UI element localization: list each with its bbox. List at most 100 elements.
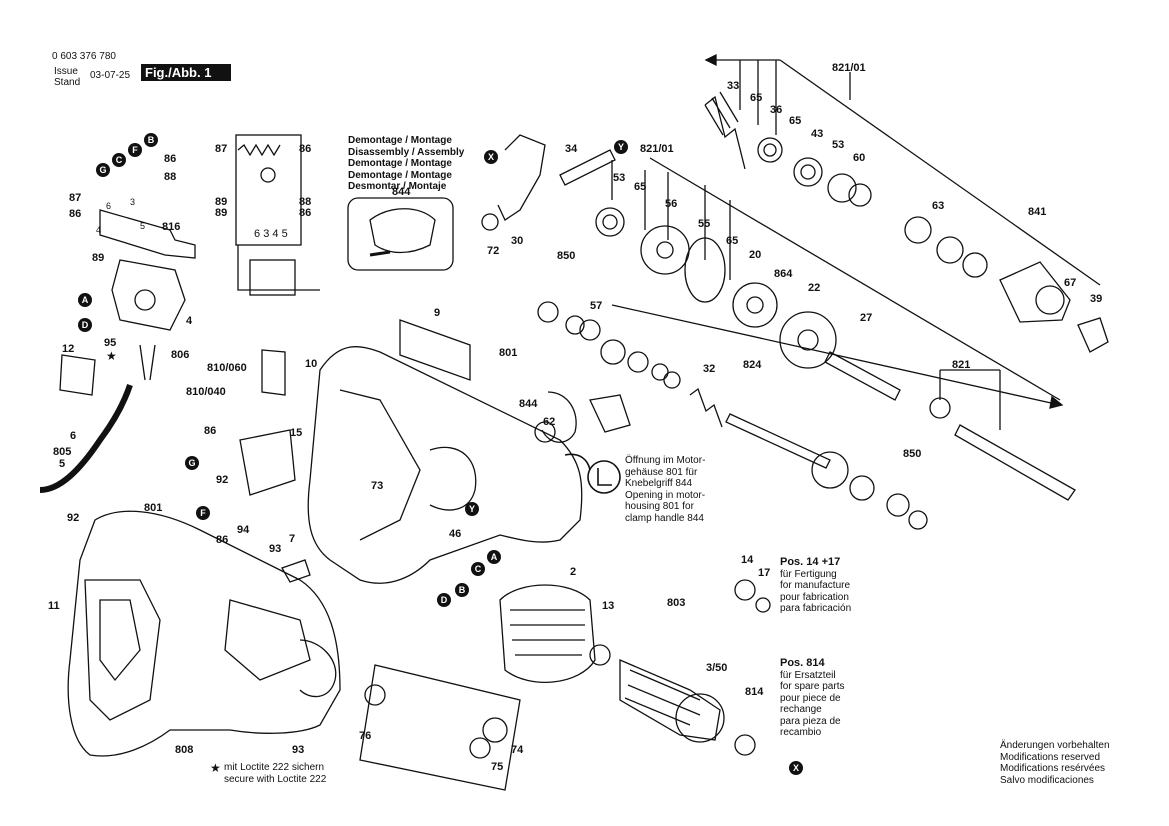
part-label: 3/50 [706, 662, 728, 674]
part-label: 92 [67, 512, 80, 524]
note-line: Modifications resérvées [1000, 763, 1106, 774]
spring-33 [704, 91, 746, 170]
terminal-label: 4 [96, 225, 102, 235]
part-label: 93 [292, 744, 305, 756]
issue-date: 03-07-25 [90, 70, 131, 81]
part-label: 73 [371, 480, 384, 492]
part-label: 87 [215, 143, 228, 155]
part-label: 94 [237, 524, 250, 536]
part-label: 72 [487, 245, 500, 257]
marker-f: F [128, 143, 142, 157]
part-label: 806 [171, 349, 190, 361]
part-label: 801 [144, 502, 163, 514]
loctite-marker-star-icon: ★ [106, 349, 117, 363]
motor-housing-outline [307, 319, 583, 584]
part-label: 801 [499, 347, 518, 359]
part-label: 36 [770, 104, 783, 116]
modifications-note: Änderungen vorbehalten Modifications res… [1000, 740, 1110, 786]
part-label: 12 [62, 343, 75, 355]
part-label: 46 [449, 528, 462, 540]
terminal-label: 3 [130, 197, 136, 207]
part-label: 824 [743, 359, 762, 371]
part-label: 88 [299, 196, 312, 208]
part-label: 65 [726, 235, 739, 247]
note-line: para pieza de [780, 715, 841, 727]
part-label: 56 [665, 198, 678, 210]
part-label: 65 [634, 181, 647, 193]
opening-symbol [564, 453, 621, 494]
pos-14-17-title: Pos. 14 +17 [780, 556, 841, 568]
part-label: 805 [53, 446, 72, 458]
part-label: 89 [215, 196, 228, 208]
marker-d: D [78, 318, 92, 332]
part-label: 93 [269, 543, 282, 555]
disassembly-part: 844 [392, 186, 411, 198]
part-label: 2 [570, 566, 577, 578]
note-line: Modifications reserved [1000, 751, 1101, 763]
pos-814-note: Pos. 814 für Ersatzteil for spare parts … [780, 657, 844, 739]
disassembly-note: Demontage / Montage Disassembly / Assemb… [348, 135, 464, 193]
terminal-labels: 6 3 4 5 [254, 228, 288, 240]
part-label: 821/01 [832, 62, 866, 74]
marker-c: C [112, 153, 126, 167]
note-line: pour piece de [780, 692, 841, 704]
note-line: for manufacture [780, 580, 851, 591]
note-line: Opening in motor- [625, 489, 706, 501]
disassembly-illustration [347, 197, 454, 271]
part-label: 89 [215, 207, 228, 219]
part-label: 53 [613, 172, 626, 184]
issue-text: Issue [54, 66, 78, 77]
part-label: 9 [434, 307, 441, 319]
lower-spindle-bracket [611, 304, 1064, 430]
field-winding [499, 584, 611, 683]
note-line: für Ersatzteil [780, 669, 836, 681]
part-label: 92 [216, 474, 229, 486]
part-label: 810/040 [186, 386, 226, 398]
part-label: 10 [305, 358, 318, 370]
motor-housing-note: Öffnung im Motor- gehäuse 801 für Knebel… [625, 455, 705, 524]
part-label: 89 [92, 252, 105, 264]
part-label: 86 [69, 208, 82, 220]
middle-assembly-bracket [611, 157, 1061, 401]
note-line: Salvo modificaciones [1000, 774, 1094, 786]
part-label: 13 [602, 600, 615, 612]
marker-a: A [78, 293, 92, 307]
part-label: 95 [104, 337, 117, 349]
disassembly-line: Demontage / Montage [348, 158, 452, 169]
part-label: 86 [299, 143, 312, 155]
marker-x-2: X [789, 761, 803, 775]
loctite-star-icon: ★ [210, 761, 221, 775]
note-line: para fabricación [780, 603, 852, 614]
terminal: 5 [281, 228, 288, 240]
loctite-note: mit Loctite 222 sichern secure with Loct… [224, 762, 326, 785]
part-label: 841 [1028, 206, 1047, 218]
pos-14-17-note: Pos. 14 +17 für Fertigung for manufactur… [780, 556, 852, 615]
marker-f-2: F [196, 506, 210, 520]
note-line: Öffnung im Motor- [625, 455, 706, 466]
marker-g-2: G [185, 456, 199, 470]
part-label: 17 [758, 567, 771, 579]
marker-x: X [484, 150, 498, 164]
part-label: 864 [774, 268, 793, 280]
armature [619, 659, 756, 756]
part-label: 6 [70, 430, 77, 442]
part-label: 86 [299, 207, 312, 219]
part-label: 53 [832, 139, 845, 151]
part-label: 20 [749, 249, 762, 261]
note-line: rechange [780, 704, 822, 715]
power-cable [39, 344, 156, 493]
part-label: 63 [932, 200, 945, 212]
note-line: secure with Loctite 222 [224, 773, 327, 785]
part-label: 11 [48, 600, 60, 612]
part-label: 814 [745, 686, 764, 698]
part-label: 27 [860, 312, 873, 324]
part-label: 844 [519, 398, 538, 410]
part-label: 86 [204, 425, 217, 437]
part-label: 57 [590, 300, 603, 312]
part-number: 0 603 376 780 [52, 51, 116, 62]
note-line: für Fertigung [780, 568, 837, 580]
marker-a-2: A [487, 550, 501, 564]
part-label: 821/01 [640, 143, 674, 155]
